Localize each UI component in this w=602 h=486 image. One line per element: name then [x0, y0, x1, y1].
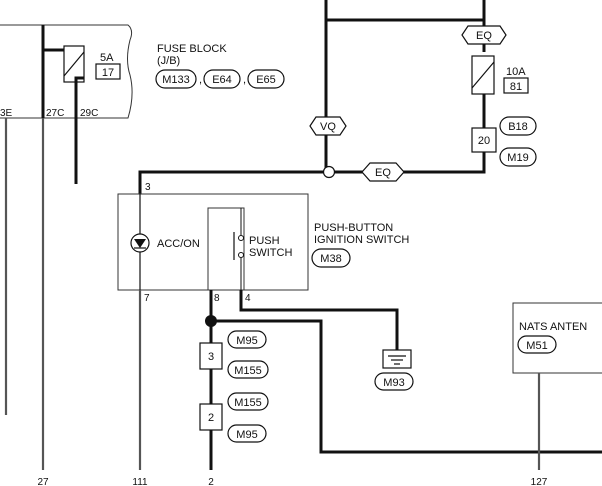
svg-text:M95: M95 [236, 335, 257, 347]
fuse-5a [63, 45, 85, 83]
fuse-block-frame [0, 24, 133, 119]
fuse-10a-rating: 10A [506, 66, 526, 78]
svg-text:E65: E65 [256, 74, 276, 86]
bottom-pin-111: 111 [132, 477, 148, 486]
relay-connector-b18[interactable]: B18 [499, 116, 537, 136]
fuse-5a-number-box [95, 63, 121, 80]
fuse-10a-number-box [503, 77, 529, 94]
relay-pin-box [471, 127, 497, 153]
fuse-block-connector-2[interactable]: E64 [203, 69, 241, 89]
joint-connector-lower-pin: 2 [208, 412, 214, 424]
svg-text:M93: M93 [383, 377, 404, 389]
svg-text:M155: M155 [234, 397, 262, 409]
push-switch-contact-1 [238, 235, 244, 241]
joint-connector-lower-m95[interactable]: M95 [227, 424, 267, 443]
bottom-pin-127: 127 [531, 477, 548, 486]
wire-fuse-in-a [41, 25, 64, 52]
svg-text:EQ: EQ [375, 167, 391, 179]
nats-connector-m51[interactable]: M51 [517, 335, 557, 354]
fuse-block-connector-3[interactable]: E65 [247, 69, 285, 89]
switch-pin-left: 7 [144, 293, 150, 304]
nats-title: NATS ANTEN [519, 321, 587, 333]
joint-connector-upper-m155[interactable]: M155 [227, 360, 269, 379]
joint-connector-upper-box [199, 342, 223, 370]
fuse-block-subtitle: (J/B) [157, 55, 180, 67]
svg-text:M19: M19 [507, 152, 528, 164]
fuse-block-connector-1[interactable]: M133 [155, 69, 197, 89]
fuse-5a-rating: 5A [100, 52, 114, 64]
option-eq-top: EQ [461, 25, 507, 45]
svg-text:M38: M38 [320, 253, 341, 265]
joint-connector-lower-box [199, 403, 223, 431]
option-eq-mid: EQ [361, 162, 405, 182]
acc-on-indicator-icon [130, 233, 150, 253]
svg-text:,: , [243, 74, 246, 86]
svg-text:M51: M51 [526, 340, 547, 352]
fuse-5a-number: 17 [102, 67, 114, 79]
switch-pin-mid: 8 [214, 293, 220, 304]
svg-text:EQ: EQ [476, 30, 492, 42]
fuse-10a-number: 81 [510, 81, 522, 93]
joint-connector-upper-pin: 3 [208, 351, 214, 363]
relay-pin: 20 [478, 135, 490, 147]
relay-connector-m19[interactable]: M19 [499, 147, 537, 167]
svg-text:M95: M95 [236, 429, 257, 441]
pin-27c: 27C [46, 108, 64, 119]
ground-icon [382, 349, 412, 369]
bottom-pin-2: 2 [208, 477, 214, 486]
wire-to-nats [211, 319, 602, 454]
svg-text:M133: M133 [162, 74, 190, 86]
switch-pin-top: 3 [145, 182, 151, 193]
nats-antenna-frame [512, 302, 602, 374]
push-switch-contact-2 [238, 252, 244, 258]
wire-eq-main [138, 152, 486, 194]
fuse-block-title: FUSE BLOCK [157, 43, 227, 55]
joint-connector-lower-m155[interactable]: M155 [227, 392, 269, 411]
switch-title-line2: IGNITION SWITCH [314, 234, 409, 246]
wire-fuse-out [74, 76, 84, 118]
joint-connector-upper-m95[interactable]: M95 [227, 330, 267, 349]
svg-text:B18: B18 [508, 121, 528, 133]
svg-text:,: , [199, 74, 202, 86]
switch-connector-m38[interactable]: M38 [311, 248, 351, 268]
switch-pin-right: 4 [245, 293, 251, 304]
fuse-10a [471, 55, 495, 95]
indicator-label: ACC/ON [157, 238, 200, 250]
push-switch-box [207, 207, 245, 291]
pin-3e: 3E [0, 108, 13, 119]
push-switch-label1: PUSH [249, 235, 280, 247]
svg-text:VQ: VQ [320, 121, 336, 133]
switch-title-line1: PUSH-BUTTON [314, 222, 393, 234]
pin-29c: 29C [80, 108, 98, 119]
svg-text:M155: M155 [234, 365, 262, 377]
option-vq: VQ [309, 116, 347, 136]
svg-text:E64: E64 [212, 74, 232, 86]
splice-open [322, 165, 336, 179]
wire-ground [239, 290, 399, 350]
ground-connector-m93[interactable]: M93 [374, 372, 414, 391]
bottom-pin-27: 27 [37, 477, 49, 486]
push-switch-label2: SWITCH [249, 247, 292, 259]
